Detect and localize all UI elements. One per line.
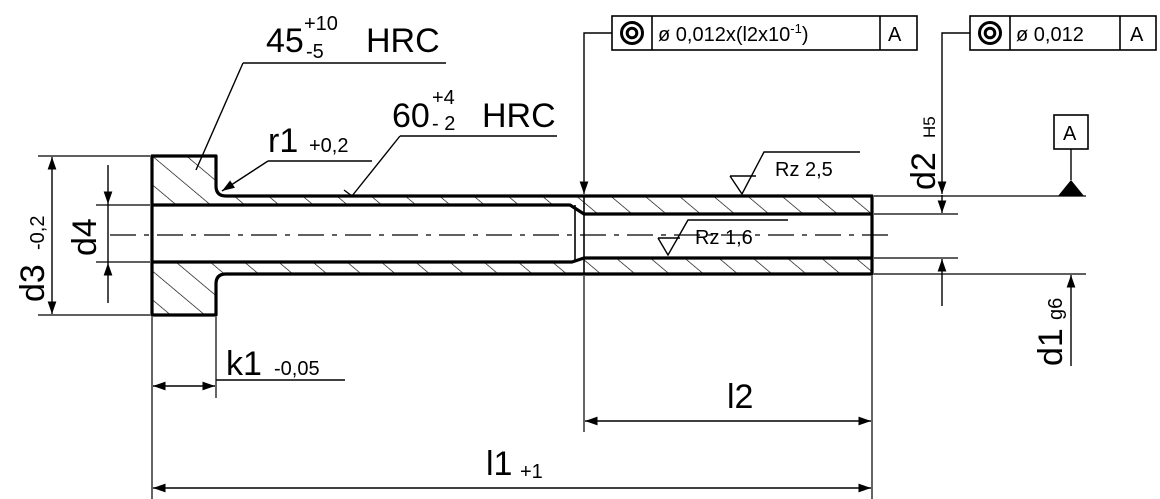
roughness-bore-label: Rz 1,6 [695, 227, 753, 249]
radius-tol: +0,2 [309, 135, 348, 157]
tolerance-frame-short-datum: A [1130, 24, 1144, 46]
hardness-callout-shank: 60 +4 - 2 HRC [343, 87, 557, 197]
dimension-d3-label: d3 [14, 264, 52, 302]
tolerance-frame-long-value: ø 0,012x(l2x10-1) [658, 21, 809, 46]
dimension-d2-label: d2 [905, 152, 943, 190]
tolerance-frame-long: ø 0,012x(l2x10-1) A [579, 15, 918, 194]
roughness-bore: Rz 1,6 [657, 219, 788, 257]
dimension-k1-tol: -0,05 [274, 358, 320, 380]
dimension-d4-label: d4 [66, 218, 104, 256]
dimension-d1: d1 g6 [874, 195, 1086, 366]
dimension-d1-tol: g6 [1045, 298, 1067, 320]
dimension-k1: k1 -0,05 [151, 317, 345, 499]
dimension-d4: d4 [66, 165, 150, 303]
roughness-outer: Rz 2,5 [729, 151, 860, 196]
dimension-k1-label: k1 [226, 345, 262, 383]
tolerance-frame-short-value: ø 0,012 [1016, 24, 1084, 46]
concentricity-icon [978, 21, 1002, 45]
dimension-l1-label: l1 [486, 445, 512, 483]
roughness-outer-label: Rz 2,5 [775, 159, 833, 181]
dimension-l1-tol: +1 [520, 461, 543, 483]
hardness-shank-lower: - 2 [432, 113, 455, 135]
hardness-head-unit: HRC [366, 22, 440, 60]
dimension-d2-tol: H5 [920, 116, 939, 138]
datum-a-label: A [1063, 123, 1077, 145]
datum-a: A [1053, 114, 1089, 196]
dimension-d3: d3 -0,2 [14, 155, 150, 316]
hardness-head-upper: +10 [304, 13, 338, 35]
hardness-callout-head: 45 +10 -5 HRC [195, 13, 446, 171]
hardness-head-lower: -5 [306, 41, 324, 63]
concentricity-icon [620, 21, 644, 45]
radius-label: r1 [268, 122, 298, 160]
part-outline [150, 154, 874, 317]
dimension-d1-label: d1 [1032, 328, 1070, 366]
dimension-l1: l1 +1 [153, 445, 871, 493]
hardness-shank-unit: HRC [482, 97, 556, 135]
hardness-shank-upper: +4 [432, 87, 455, 109]
dimension-l2: l2 [583, 276, 873, 499]
tolerance-frame-short: ø 0,012 A [937, 15, 1157, 194]
tolerance-frame-long-datum: A [888, 24, 902, 46]
dimension-d2: d2 H5 [874, 116, 958, 306]
hardness-head-value: 45 [266, 22, 304, 60]
datum-triangle-icon [1058, 180, 1084, 196]
dimension-l2-label: l2 [727, 378, 753, 416]
radius-callout: r1 +0,2 [221, 122, 372, 192]
dimension-d3-tol: -0,2 [27, 216, 49, 250]
hardness-shank-value: 60 [392, 97, 430, 135]
